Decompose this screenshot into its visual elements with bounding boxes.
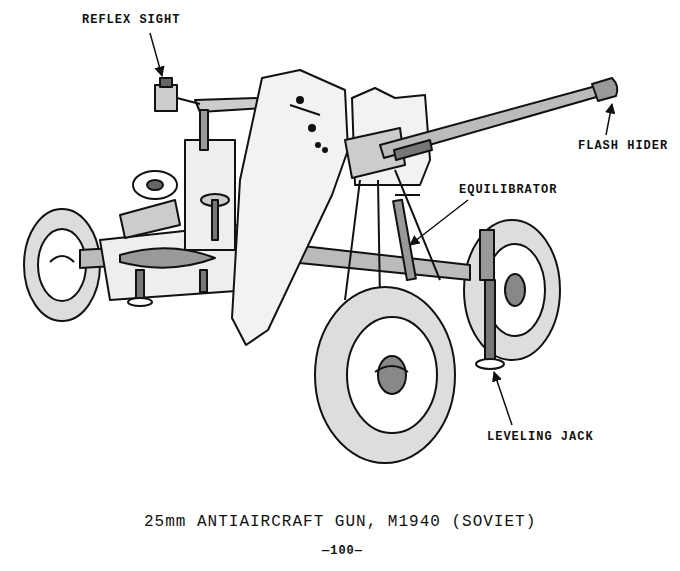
page-number: —100— <box>322 545 363 557</box>
part-label: FLASH HIDER <box>578 140 668 152</box>
figure-caption: 25mm ANTIAIRCRAFT GUN, M1940 (SOVIET) <box>144 514 536 530</box>
part-label: REFLEX SIGHT <box>82 14 180 26</box>
part-label: LEVELING JACK <box>487 431 594 443</box>
leader-lines <box>150 33 612 425</box>
part-label: EQUILIBRATOR <box>459 184 557 196</box>
